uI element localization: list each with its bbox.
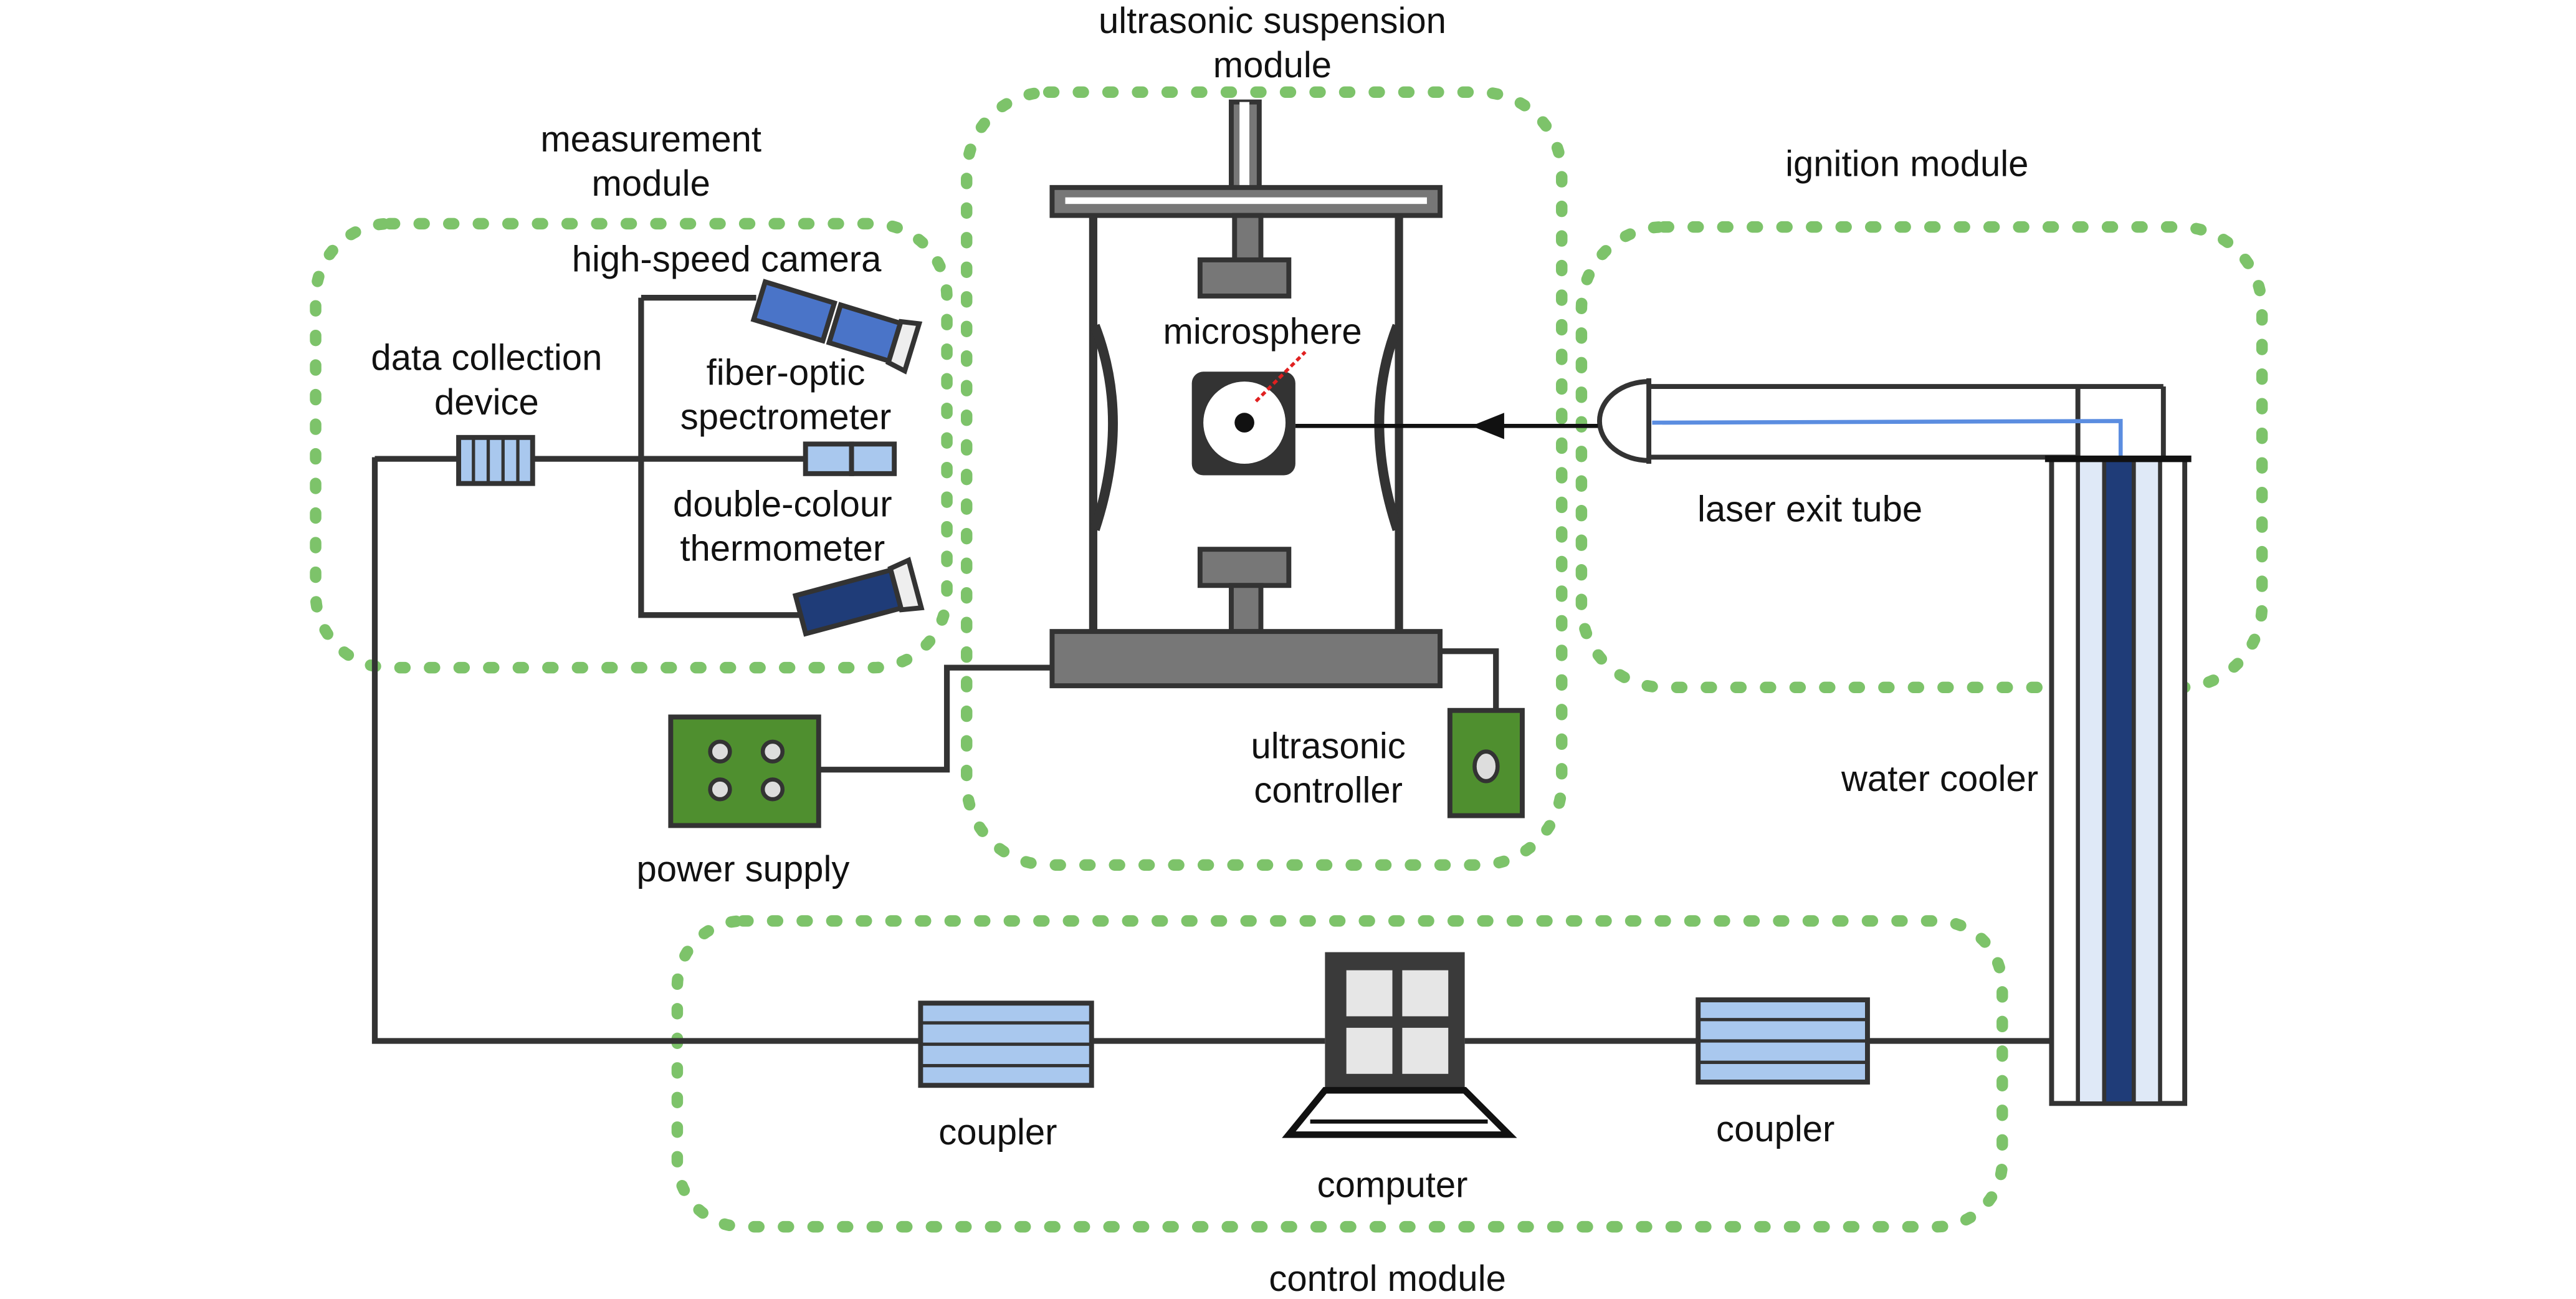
measurement-module-boundary: [310, 218, 953, 674]
label-line: ultrasonic: [1251, 726, 1405, 766]
coupler-left-label: coupler: [938, 1112, 1057, 1153]
water-cooler-label: water cooler: [1841, 759, 2038, 799]
ignition-module-label: ignition module: [1785, 143, 2028, 184]
label-line: fiber-optic: [707, 352, 866, 393]
coupler-icon: [1696, 997, 1870, 1085]
microsphere-label: microsphere: [1163, 311, 1362, 352]
label-line: data collection: [371, 338, 602, 378]
thermometer-icon: [792, 557, 925, 637]
label-line: module: [592, 163, 710, 204]
coupler-icon: [918, 1000, 1094, 1088]
laser-exit-tube-icon: [1596, 378, 2166, 464]
label-line: module: [1213, 45, 1332, 85]
spectrometer-icon: [803, 441, 897, 476]
power-supply-label: power supply: [637, 849, 850, 889]
laser-tube-label: laser exit tube: [1697, 489, 1922, 529]
controller-icon: [1447, 707, 1525, 818]
signal-wires: [371, 294, 2052, 1044]
control-module-label: control module: [1269, 1258, 1506, 1296]
ultrasonic-levitator-frame: [1049, 99, 1443, 689]
label-line: measurement: [540, 119, 761, 160]
laser-beam-arrow: [1295, 413, 1598, 439]
microsphere-icon: [1191, 371, 1295, 476]
computer-icon: [1282, 952, 1517, 1138]
camera-label: high-speed camera: [572, 239, 882, 279]
ignition-module-boundary: [1575, 221, 2268, 694]
suspension-module-boundary: [961, 86, 1568, 871]
label-line: thermometer: [680, 529, 885, 569]
label-line: ultrasonic suspension: [1099, 1, 1446, 41]
power-supply-icon: [668, 714, 821, 828]
label-line: spectrometer: [680, 397, 892, 438]
computer-label: computer: [1317, 1165, 1468, 1206]
label-line: device: [434, 382, 539, 423]
label-line: controller: [1254, 770, 1403, 810]
camera-icon: [750, 279, 923, 375]
label-line: double-colour: [673, 484, 892, 524]
control-module-boundary: [671, 915, 2008, 1233]
microsphere-pointer: [1254, 350, 1307, 403]
coupler-right-label: coupler: [1716, 1109, 1834, 1149]
water-cooler-icon: [2044, 455, 2192, 1106]
data-collection-device-icon: [456, 434, 535, 486]
thermometer-label: double-colour thermometer: [673, 484, 892, 568]
